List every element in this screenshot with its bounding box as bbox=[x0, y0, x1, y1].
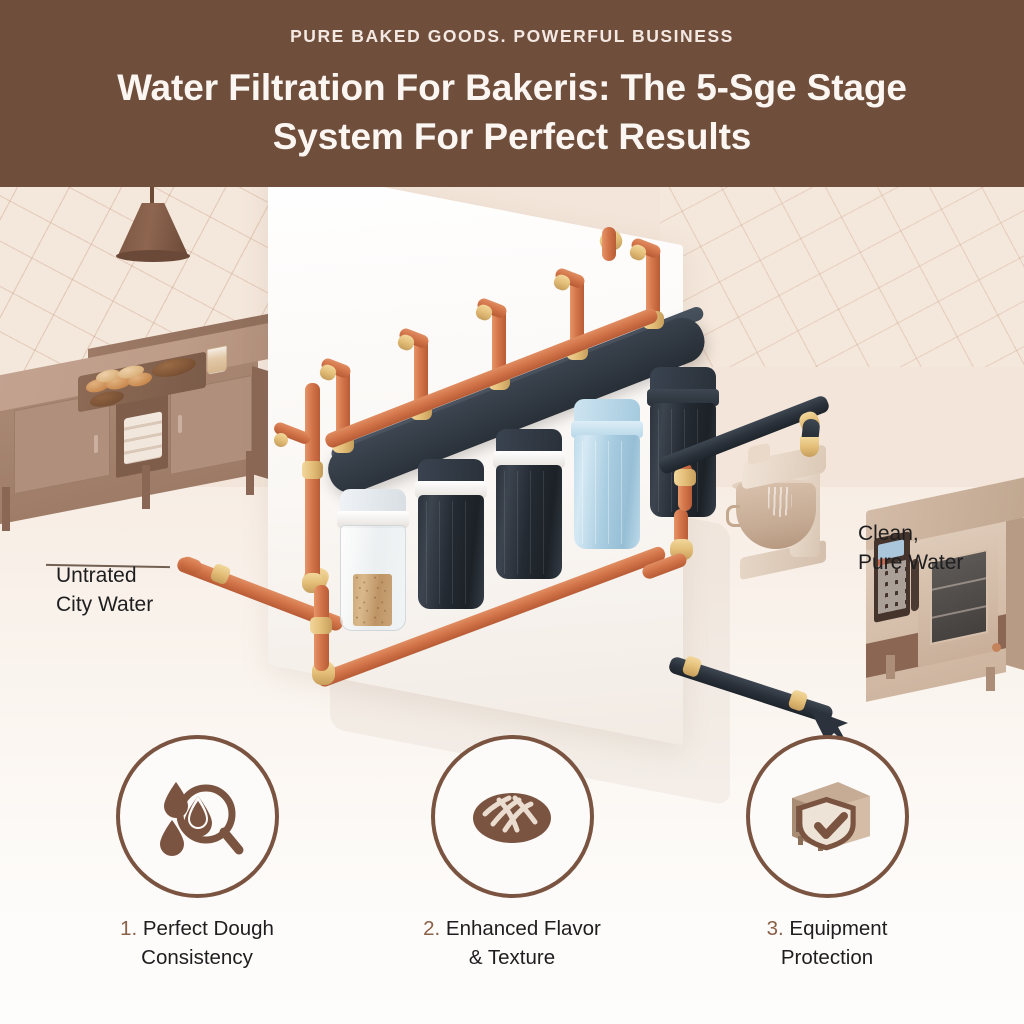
stacked-bowls bbox=[124, 411, 162, 465]
filter-cap bbox=[650, 367, 716, 393]
oven-leg bbox=[886, 655, 895, 679]
right-riser-coupling bbox=[674, 469, 696, 486]
tiled-wall-right bbox=[660, 187, 1024, 367]
oven-shield-check-icon bbox=[792, 781, 870, 851]
filter-cap bbox=[418, 459, 484, 485]
housing-ridges bbox=[425, 501, 477, 604]
benefit-text-2: Enhanced Flavor & Texture bbox=[445, 917, 601, 970]
cabinet-handle bbox=[94, 434, 98, 454]
oven-indicator-light bbox=[992, 643, 1001, 652]
filter-cap bbox=[574, 399, 640, 425]
benefit-number-1: 1. bbox=[120, 917, 138, 940]
benefit-text-1: Perfect Dough Consistency bbox=[141, 917, 274, 970]
benefits-row: 1. Perfect Dough Consistency 2. Enhanced… bbox=[0, 735, 1024, 975]
inlet-label: Untrated City Water bbox=[56, 564, 154, 616]
counter-leg bbox=[2, 487, 10, 531]
riser-coupling bbox=[302, 461, 323, 479]
feed-stub bbox=[646, 245, 660, 325]
filter-cap bbox=[340, 489, 406, 515]
top-rail-riser bbox=[602, 227, 616, 261]
cabinet-handle bbox=[178, 414, 182, 434]
benefit-item-3[interactable]: 3. Equipment Protection bbox=[722, 735, 932, 975]
lamp-rim bbox=[116, 250, 190, 262]
counter-leg bbox=[246, 451, 254, 495]
filter-collar bbox=[571, 421, 643, 438]
filter-cap bbox=[496, 429, 562, 455]
water-drop-magnifier-icon bbox=[160, 781, 244, 856]
filter-stage-1-clear[interactable] bbox=[337, 489, 409, 631]
filter-collar bbox=[337, 511, 409, 528]
header-eyebrow: PURE BAKED GOODS. POWERFUL BUSINESS bbox=[290, 26, 734, 46]
benefit-icon-circle bbox=[430, 735, 594, 898]
riser-pipe-vertical bbox=[305, 383, 320, 588]
filter-housing bbox=[574, 435, 640, 549]
illustration-scene: Untrated City Water Clean, Pure Water bbox=[0, 187, 1024, 1024]
benefit-number-2: 2. bbox=[423, 917, 441, 940]
benefit-item-1[interactable]: 1. Perfect Dough Consistency bbox=[92, 735, 302, 975]
outlet-label: Clean, Pure Water bbox=[858, 522, 964, 574]
page-title: Water Filtration For Bakeris: The 5-Sge … bbox=[117, 67, 907, 158]
benefit-number-3: 3. bbox=[766, 917, 784, 940]
filter-housing bbox=[496, 465, 562, 579]
filter-housing bbox=[418, 495, 484, 609]
header-banner: PURE BAKED GOODS. POWERFUL BUSINESS Wate… bbox=[0, 0, 1024, 187]
benefit-icon-circle bbox=[745, 735, 909, 898]
descender-coupling bbox=[310, 617, 332, 634]
filter-collar bbox=[493, 451, 565, 468]
media-texture bbox=[353, 573, 392, 626]
oven-leg bbox=[986, 667, 995, 691]
benefit-text-3: Equipment Protection bbox=[780, 917, 888, 970]
housing-ridges bbox=[503, 471, 555, 574]
benefit-label-2: 2. Enhanced Flavor & Texture bbox=[423, 914, 601, 972]
benefit-item-2[interactable]: 2. Enhanced Flavor & Texture bbox=[407, 735, 617, 975]
mixer-whisk-icon bbox=[768, 487, 792, 517]
filter-stage-2-carbon[interactable] bbox=[415, 459, 487, 609]
benefit-icon-circle bbox=[115, 735, 279, 898]
outlet-upper-tip bbox=[800, 437, 819, 457]
sediment-media bbox=[353, 573, 392, 626]
benefit-label-1: 1. Perfect Dough Consistency bbox=[120, 914, 274, 972]
benefit-label-3: 3. Equipment Protection bbox=[767, 914, 888, 972]
counter-leg bbox=[142, 465, 150, 509]
housing-ridges bbox=[581, 441, 633, 544]
filter-stage-3-carbon[interactable] bbox=[493, 429, 565, 579]
stage5-outlet-drop bbox=[674, 509, 688, 545]
bread-loaf-icon bbox=[473, 792, 551, 843]
filter-housing bbox=[340, 525, 406, 631]
drinking-glass-icon bbox=[207, 345, 227, 375]
lamp-cord bbox=[150, 187, 154, 205]
filter-stage-4-membrane[interactable] bbox=[571, 399, 643, 549]
filter-collar bbox=[415, 481, 487, 498]
filter-collar bbox=[647, 389, 719, 406]
mixer-bowl-handle bbox=[726, 505, 740, 527]
